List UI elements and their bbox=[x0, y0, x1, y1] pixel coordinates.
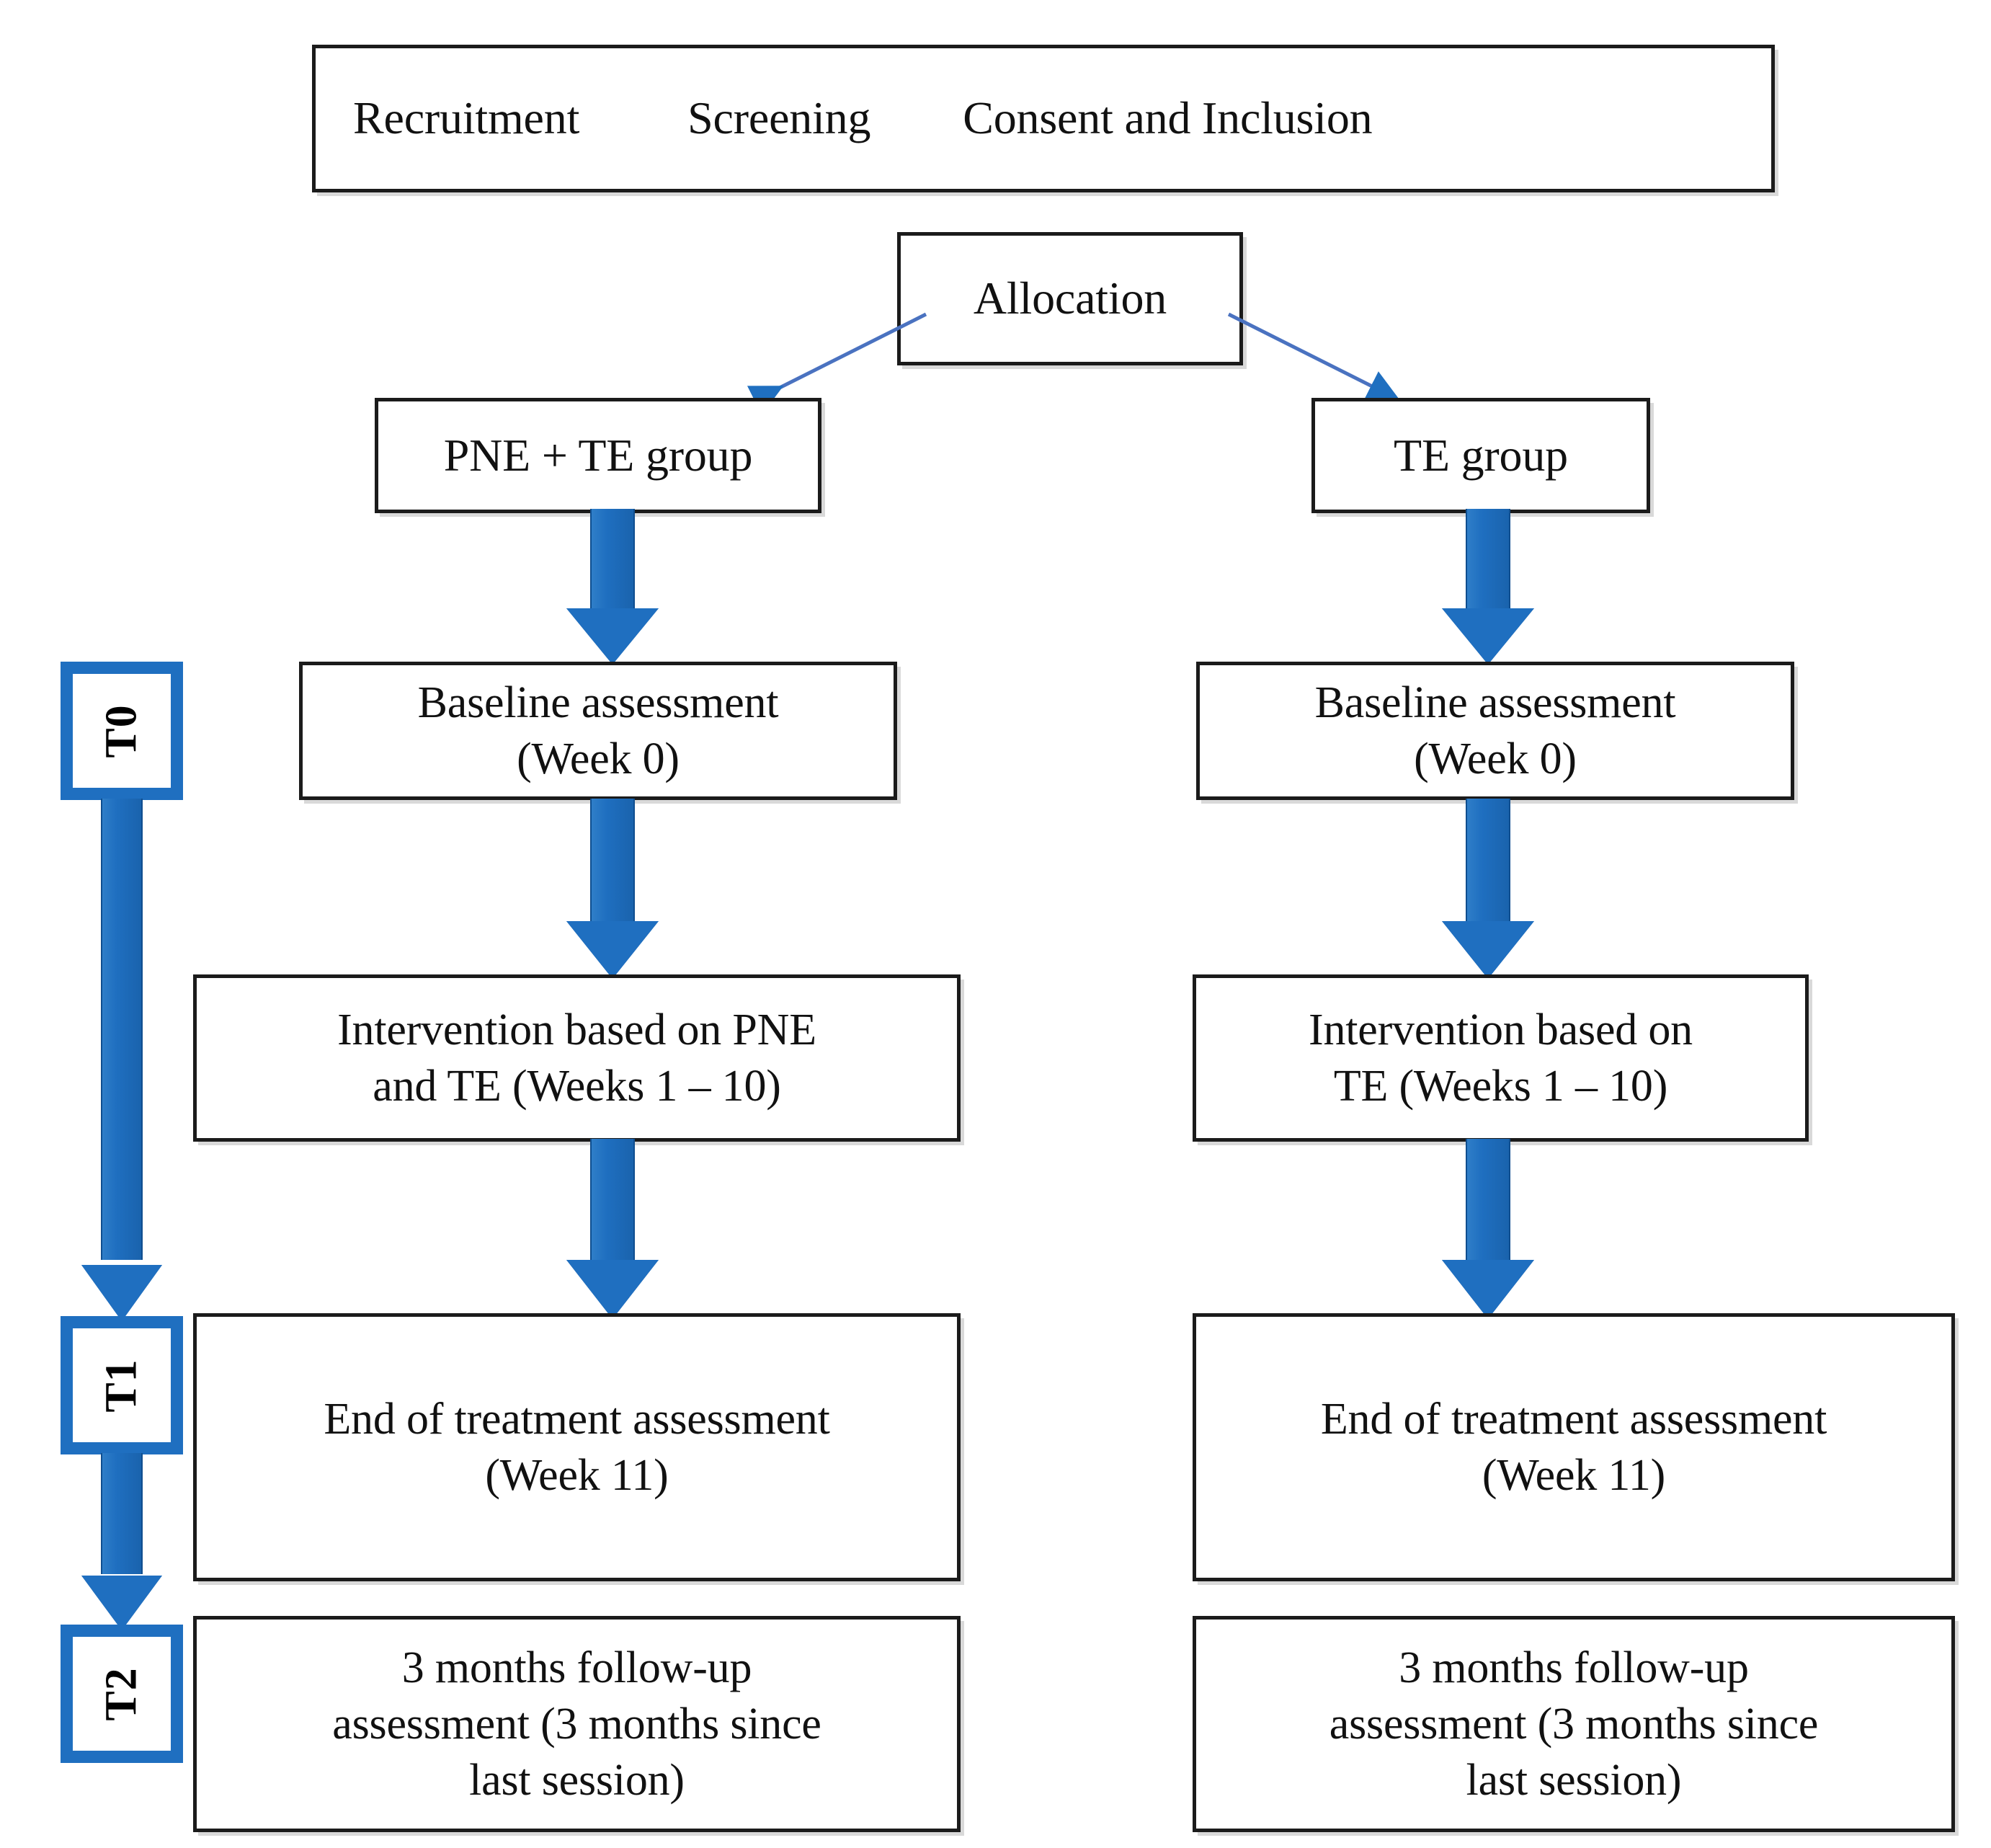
arm-right-intervention-line1: Intervention based on bbox=[1309, 1005, 1693, 1054]
arm-left-baseline-line1: Baseline assessment bbox=[417, 678, 779, 727]
allocation-arrow-right-icon bbox=[1227, 312, 1400, 401]
allocation-arrow-left-icon bbox=[747, 312, 927, 415]
arm-left-eot-box: End of treatment assessment (Week 11) bbox=[193, 1313, 961, 1581]
allocation-box: Allocation bbox=[897, 232, 1243, 365]
phase-label-screening: Screening bbox=[687, 92, 871, 144]
arm-right-group-box: TE group bbox=[1311, 398, 1650, 513]
arrow-right-group-to-baseline bbox=[1423, 509, 1553, 665]
arm-right-followup-line3: last session) bbox=[1466, 1756, 1682, 1805]
arm-left-followup-line3: last session) bbox=[469, 1756, 685, 1805]
arrow-left-baseline-to-intervention bbox=[548, 799, 677, 979]
arm-left-baseline-line2: (Week 0) bbox=[517, 734, 680, 783]
arm-left-eot-line1: End of treatment assessment bbox=[324, 1394, 830, 1444]
arm-left-followup-line2: assessment (3 months since bbox=[332, 1699, 821, 1749]
header-phases-box: Recruitment Screening Consent and Inclus… bbox=[312, 45, 1775, 192]
timeline-marker-t0: T0 bbox=[61, 662, 183, 800]
phase-label-recruitment: Recruitment bbox=[353, 92, 580, 144]
arm-right-eot-line1: End of treatment assessment bbox=[1320, 1394, 1827, 1444]
arrow-left-intervention-to-eot bbox=[548, 1139, 677, 1319]
arm-left-group-box: PNE + TE group bbox=[375, 398, 821, 513]
arm-right-intervention-box: Intervention based on TE (Weeks 1 – 10) bbox=[1193, 974, 1809, 1142]
arm-left-followup-line1: 3 months follow-up bbox=[401, 1643, 752, 1692]
timeline-marker-t2: T2 bbox=[61, 1625, 183, 1763]
timeline-marker-t1-label: T1 bbox=[97, 1358, 146, 1413]
arm-right-eot-box: End of treatment assessment (Week 11) bbox=[1193, 1313, 1955, 1581]
arrow-left-group-to-baseline bbox=[548, 509, 677, 665]
arm-left-followup-box: 3 months follow-up assessment (3 months … bbox=[193, 1616, 961, 1832]
timeline-marker-t1: T1 bbox=[61, 1316, 183, 1454]
arm-right-eot-line2: (Week 11) bbox=[1482, 1451, 1666, 1500]
arrow-t0-to-t1 bbox=[61, 799, 183, 1321]
arm-right-followup-line2: assessment (3 months since bbox=[1329, 1699, 1819, 1749]
arm-right-baseline-box: Baseline assessment (Week 0) bbox=[1196, 662, 1794, 800]
arm-left-intervention-line1: Intervention based on PNE bbox=[337, 1005, 816, 1054]
arm-right-baseline-line2: (Week 0) bbox=[1414, 734, 1577, 783]
arm-left-eot-line2: (Week 11) bbox=[485, 1451, 669, 1500]
phase-label-consent-inclusion: Consent and Inclusion bbox=[963, 92, 1373, 144]
arm-left-baseline-box: Baseline assessment (Week 0) bbox=[299, 662, 897, 800]
arrow-right-intervention-to-eot bbox=[1423, 1139, 1553, 1319]
arrow-right-baseline-to-intervention bbox=[1423, 799, 1553, 979]
arm-left-group-label: PNE + TE group bbox=[443, 429, 753, 481]
arm-right-baseline-line1: Baseline assessment bbox=[1314, 678, 1676, 727]
arm-left-intervention-line2: and TE (Weeks 1 – 10) bbox=[373, 1062, 781, 1111]
arrow-t1-to-t2 bbox=[61, 1453, 183, 1630]
timeline-marker-t0-label: T0 bbox=[97, 703, 146, 758]
arm-right-followup-box: 3 months follow-up assessment (3 months … bbox=[1193, 1616, 1955, 1832]
arm-right-intervention-line2: TE (Weeks 1 – 10) bbox=[1333, 1062, 1668, 1111]
arm-right-followup-line1: 3 months follow-up bbox=[1399, 1643, 1749, 1692]
arm-left-intervention-box: Intervention based on PNE and TE (Weeks … bbox=[193, 974, 961, 1142]
timeline-marker-t2-label: T2 bbox=[97, 1666, 146, 1721]
arm-right-group-label: TE group bbox=[1394, 429, 1568, 481]
allocation-label: Allocation bbox=[973, 272, 1167, 324]
